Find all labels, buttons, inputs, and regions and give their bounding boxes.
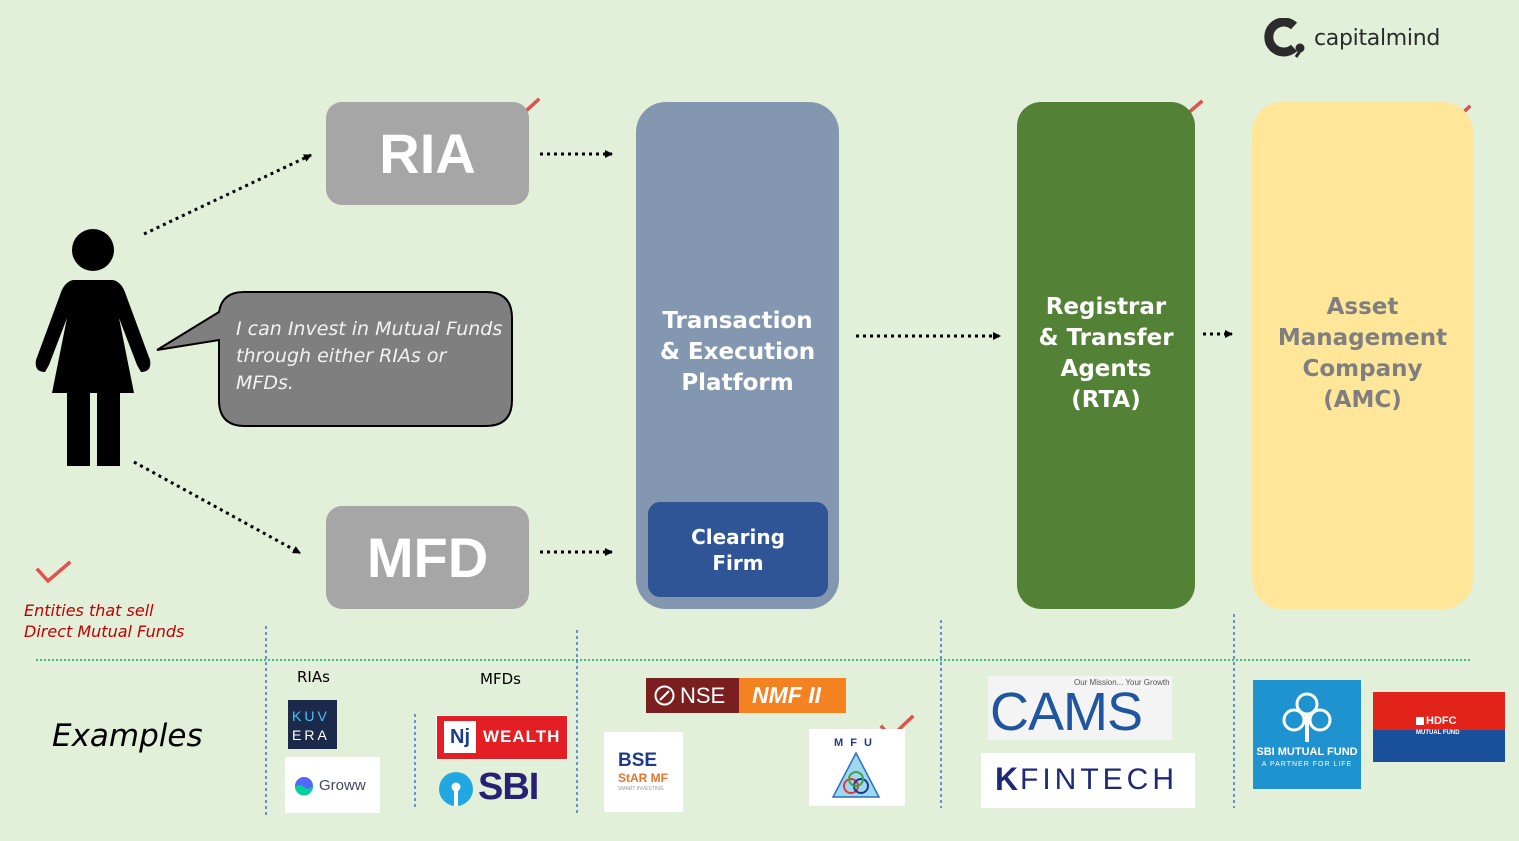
amc-line-3: Company <box>1302 356 1423 382</box>
nse-nmf-logo: NSE NMF II <box>646 678 846 713</box>
examples-label: Examples <box>52 718 203 754</box>
speech-bubble <box>156 291 513 427</box>
kfintech-logo-text: FINTECH <box>1020 763 1178 796</box>
rta-label: Registrar & Transfer Agents (RTA) <box>1017 292 1195 416</box>
amc-line-1: Asset <box>1326 294 1399 320</box>
nse-logo-icon <box>654 685 675 706</box>
bse-star-logo-text: StAR MF <box>618 771 668 785</box>
kuvera-logo-top: KUV <box>292 708 330 724</box>
mfds-column-label: MFDs <box>480 670 521 688</box>
clearing-firm-box: Clearing Firm <box>648 502 828 597</box>
nmf-logo-bg <box>739 678 846 713</box>
kuvera-logo: KUV ERA <box>288 700 337 749</box>
mfd-box: MFD <box>326 506 529 609</box>
rta-line-4: (RTA) <box>1071 387 1141 413</box>
woman-figure-icon <box>35 229 151 466</box>
groww-logo: Groww <box>285 757 380 813</box>
kfintech-logo: K FINTECH <box>981 753 1195 808</box>
nse-logo-text: NSE <box>680 683 726 708</box>
nj-wealth-logo: Nj WEALTH <box>436 715 568 760</box>
clearing-line-2: Firm <box>712 550 764 575</box>
check-icon-legend <box>35 560 72 584</box>
brand-name: capitalmind <box>1314 25 1441 51</box>
rta-line-3: Agents <box>1060 356 1152 382</box>
amc-line-4: (AMC) <box>1323 387 1402 413</box>
rias-column-label: RIAs <box>297 668 330 686</box>
legend-text: Entities that sell Direct Mutual Funds <box>24 600 254 642</box>
platform-line-2: & Execution <box>659 339 816 365</box>
arrow-person-to-mfd <box>133 460 301 555</box>
hdfc-top-band <box>1373 692 1505 730</box>
bse-tag-text: SMART INVESTING <box>618 786 664 792</box>
nj-logo-text: WEALTH <box>483 727 561 746</box>
sbimf-tag-text: A PARTNER FOR LIFE <box>1261 761 1353 768</box>
bse-logo-text: BSE <box>618 750 658 771</box>
rta-line-2: & Transfer <box>1038 325 1174 351</box>
hdfc-logo-icon <box>1416 717 1424 725</box>
hdfc-sub-text: MUTUAL FUND <box>1416 730 1460 736</box>
capitalmind-logo-icon <box>1264 18 1305 58</box>
capitalmind-brand: capitalmind <box>1262 18 1472 58</box>
cams-logo: Our Mission... Your Growth CAMS <box>988 676 1172 740</box>
mfd-label: MFD <box>366 526 489 589</box>
groww-logo-text: Groww <box>319 777 366 794</box>
bse-star-mf-logo: BSE StAR MF SMART INVESTING <box>604 732 683 812</box>
hdfc-mutual-fund-logo: HDFC MUTUAL FUND <box>1373 692 1505 762</box>
ria-label: RIA <box>379 122 476 185</box>
amc-label: Asset Management Company (AMC) <box>1252 292 1473 416</box>
legend-line-2: Direct Mutual Funds <box>24 622 185 641</box>
platform-line-3: Platform <box>681 370 794 396</box>
sbi-logo-text: SBI <box>478 766 539 808</box>
ria-box: RIA <box>326 102 529 205</box>
nse-logo-bg <box>646 678 739 713</box>
hdfc-logo-text: HDFC <box>1426 715 1457 727</box>
groww-logo-icon <box>295 777 314 796</box>
sbimf-club-icon <box>1282 692 1332 742</box>
nj-logo-mark: Nj <box>444 721 476 753</box>
sbi-logo: SBI <box>436 766 548 812</box>
speech-bubble-text: I can Invest in Mutual Funds through eit… <box>236 318 503 394</box>
cams-logo-text: CAMS <box>990 682 1143 740</box>
kfintech-k-mark: K <box>995 761 1019 797</box>
sbimf-logo-text: SBI MUTUAL FUND <box>1256 746 1358 758</box>
amc-line-2: Management <box>1277 325 1448 351</box>
platform-line-1: Transaction <box>662 308 813 334</box>
arrow-person-to-ria <box>143 153 312 236</box>
rta-box <box>1017 102 1195 609</box>
legend-line-1: Entities that sell <box>24 601 154 620</box>
sbi-logo-icon <box>439 772 473 806</box>
transaction-platform-label: Transaction & Execution Platform <box>636 306 839 399</box>
hdfc-bottom-band <box>1373 730 1505 762</box>
mfu-logo-icon <box>831 751 881 798</box>
mfu-logo-text: M F U <box>834 737 874 749</box>
nmf-logo-text: NMF II <box>752 682 821 708</box>
sbi-mutual-fund-logo: SBI MUTUAL FUND A PARTNER FOR LIFE <box>1253 680 1361 789</box>
clearing-line-1: Clearing <box>691 524 785 549</box>
cams-tag-text: Our Mission... Your Growth <box>1074 678 1170 687</box>
rta-line-1: Registrar <box>1045 294 1167 320</box>
kuvera-logo-bottom: ERA <box>292 727 330 743</box>
amc-box <box>1252 102 1473 609</box>
mfu-logo: M F U <box>809 729 905 806</box>
